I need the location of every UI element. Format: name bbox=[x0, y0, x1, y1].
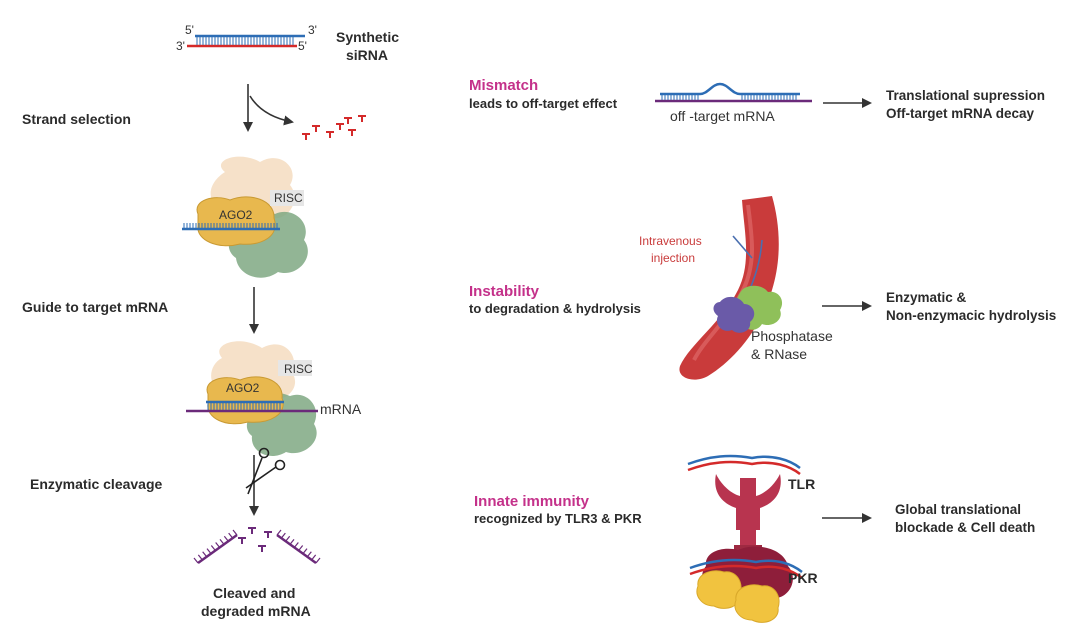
instability-subtitle: to degradation & hydrolysis bbox=[469, 301, 641, 316]
risc-label-2: RISC bbox=[284, 362, 313, 376]
mismatch-result-line1: Translational supression bbox=[886, 88, 1045, 103]
mismatch-subtitle: leads to off-target effect bbox=[469, 96, 618, 111]
base-pair-rung bbox=[285, 535, 291, 542]
rna-fragment bbox=[264, 531, 272, 538]
pkr-label: PKR bbox=[788, 570, 818, 586]
scissors-icon bbox=[245, 447, 286, 495]
risc-complex-2 bbox=[186, 341, 318, 457]
strand-5-bottom: 5' bbox=[298, 39, 307, 53]
sirna-duplex: 5' 3' 3' 5' bbox=[176, 23, 317, 53]
cleaved-line2: degraded mRNA bbox=[201, 603, 311, 619]
base-pair-rung bbox=[315, 557, 321, 564]
pkr-protein bbox=[689, 546, 803, 623]
base-pair-rung bbox=[215, 542, 221, 548]
enzymatic-cleavage-label: Enzymatic cleavage bbox=[30, 476, 163, 492]
rna-fragment bbox=[258, 545, 266, 552]
strand-selection-label: Strand selection bbox=[22, 111, 131, 127]
tlr-receptor bbox=[687, 454, 801, 560]
rna-fragment bbox=[302, 133, 310, 140]
strand-5-top: 5' bbox=[185, 23, 194, 37]
synthetic-line1: Synthetic bbox=[336, 29, 399, 45]
base-pair-rung bbox=[232, 529, 238, 536]
base-pair-rung bbox=[276, 529, 282, 536]
instability-result-line2: Non-enzymacic hydrolysis bbox=[886, 308, 1056, 323]
ago2-label-1: AGO2 bbox=[219, 208, 253, 222]
base-pair-rung bbox=[289, 538, 295, 545]
instability-title: Instability bbox=[469, 283, 540, 300]
off-target-duplex bbox=[655, 82, 812, 103]
tlr-label: TLR bbox=[788, 476, 815, 492]
injection-line1: Intravenous bbox=[639, 234, 702, 248]
base-pair-rung bbox=[206, 548, 212, 555]
mismatch-title: Mismatch bbox=[469, 77, 538, 94]
mismatch-result-line2: Off-target mRNA decay bbox=[886, 106, 1035, 121]
instability-result-line1: Enzymatic & bbox=[886, 290, 967, 305]
rna-fragment bbox=[336, 123, 344, 130]
strand-3-top: 3' bbox=[308, 23, 317, 37]
rna-fragment bbox=[358, 115, 366, 122]
base-pair-rung bbox=[293, 542, 299, 548]
strand-3-bottom: 3' bbox=[176, 39, 185, 53]
rna-fragment bbox=[248, 527, 256, 534]
rna-fragment bbox=[326, 131, 334, 138]
off-target-mrna-label: off -target mRNA bbox=[670, 108, 775, 124]
ago2-label-2: AGO2 bbox=[226, 381, 260, 395]
mrna-label: mRNA bbox=[320, 401, 362, 417]
immunity-title: Innate immunity bbox=[474, 493, 590, 510]
risc-complex-1 bbox=[182, 156, 308, 278]
base-pair-rung bbox=[202, 551, 208, 558]
base-pair-rung bbox=[306, 551, 312, 558]
injection-line2: injection bbox=[651, 251, 695, 265]
base-pair-rung bbox=[302, 548, 308, 555]
rna-fragment bbox=[238, 537, 246, 544]
rna-fragment bbox=[348, 129, 356, 136]
enzyme-line2: & RNase bbox=[751, 346, 807, 362]
base-pair-rung bbox=[280, 532, 286, 539]
base-pair-rung bbox=[228, 532, 234, 539]
base-pair-rung bbox=[210, 545, 216, 551]
enzyme-line1: Phosphatase bbox=[751, 328, 833, 344]
arrow-passenger-release bbox=[249, 95, 294, 126]
base-pair-rung bbox=[193, 557, 199, 564]
cleaved-line1: Cleaved and bbox=[213, 585, 295, 601]
base-pair-rung bbox=[219, 538, 225, 545]
immunity-result-line1: Global translational bbox=[895, 502, 1021, 517]
immunity-subtitle: recognized by TLR3 & PKR bbox=[474, 511, 642, 526]
rna-fragment bbox=[312, 125, 320, 132]
degraded-passenger-fragments bbox=[302, 115, 366, 140]
rna-fragment bbox=[344, 117, 352, 124]
base-pair-rung bbox=[223, 535, 229, 542]
base-pair-rung bbox=[298, 545, 304, 551]
base-pair-rung bbox=[197, 554, 203, 561]
guide-to-target-label: Guide to target mRNA bbox=[22, 299, 168, 315]
cleaved-mrna-fragments bbox=[193, 527, 321, 565]
blood-vessel-illustration bbox=[679, 196, 783, 380]
base-pair-rung bbox=[311, 554, 317, 561]
synthetic-line2: siRNA bbox=[346, 47, 388, 63]
risc-label-1: RISC bbox=[274, 191, 303, 205]
immunity-result-line2: blockade & Cell death bbox=[895, 520, 1035, 535]
